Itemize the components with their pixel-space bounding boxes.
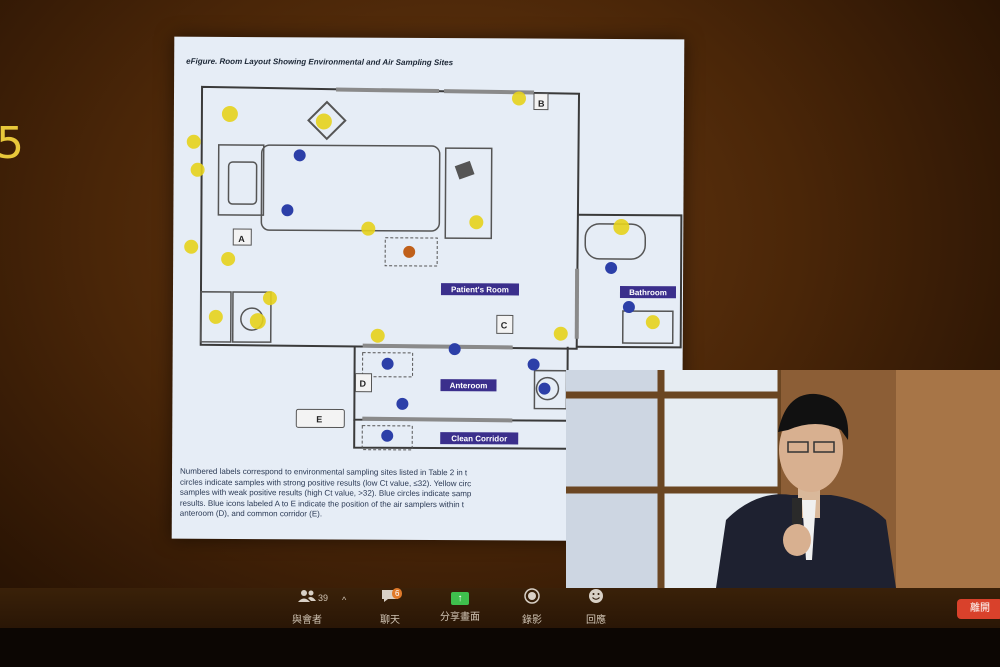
screen-bezel xyxy=(0,628,1000,667)
record-button[interactable]: 錄影 xyxy=(512,588,552,626)
participants-label: 與會者 xyxy=(292,615,322,626)
chat-icon xyxy=(368,588,412,610)
participants-icon xyxy=(282,588,332,610)
negative-markers xyxy=(281,149,635,442)
weak-positive-markers xyxy=(184,91,660,343)
share-screen-button[interactable]: ↑ 分享畫面 xyxy=(436,588,484,623)
cabinet xyxy=(199,291,232,343)
chat-label: 聊天 xyxy=(380,615,400,626)
reactions-button[interactable]: 回應 xyxy=(576,588,616,626)
sampler-a-label: A xyxy=(238,234,245,244)
chat-badge: 6 xyxy=(392,588,403,599)
sampler-d-label: D xyxy=(359,379,366,389)
bathroom-wall xyxy=(576,213,683,349)
slide-caption: Numbered labels correspond to environmen… xyxy=(180,467,560,521)
participants-button[interactable]: 與會者 xyxy=(282,588,332,626)
strong-positive-marker xyxy=(403,245,416,258)
corridor-wall xyxy=(353,419,568,450)
share-screen-label: 分享畫面 xyxy=(440,612,480,623)
sampler-c-label: C xyxy=(501,320,508,330)
reactions-icon xyxy=(576,588,616,610)
bathroom-label: Bathroom xyxy=(629,288,667,297)
record-label: 錄影 xyxy=(522,615,542,626)
speaker-video-frame xyxy=(566,370,1000,588)
shared-slide: eFigure. Room Layout Showing Environment… xyxy=(171,36,685,542)
participants-count: 39 xyxy=(318,593,329,603)
reactions-label: 回應 xyxy=(586,615,606,626)
speaker-video[interactable] xyxy=(566,370,1000,588)
share-screen-icon: ↑ xyxy=(451,592,469,605)
desk xyxy=(444,147,493,240)
record-icon xyxy=(512,588,552,610)
leave-button[interactable]: 離開 xyxy=(957,599,1000,619)
room-layout-plan: Patient's Room Bathroom Anteroom Clean C… xyxy=(184,85,683,451)
sampler-e-label: E xyxy=(316,414,322,424)
patients-room-label: Patient's Room xyxy=(451,285,509,294)
windows xyxy=(336,87,580,423)
microphone xyxy=(792,498,802,524)
chair xyxy=(307,100,347,141)
chat-button[interactable]: 聊天 xyxy=(368,588,412,626)
sampler-b-label: B xyxy=(538,99,545,109)
caption-line: anteroom (D), and common corridor (E). xyxy=(179,508,323,519)
participants-caret-icon[interactable]: ^ xyxy=(342,595,347,605)
bed xyxy=(217,144,441,232)
air-sampler-icons xyxy=(232,93,549,429)
speaker-face xyxy=(779,408,843,492)
anteroom-label: Anteroom xyxy=(450,381,488,390)
sink-cabinet xyxy=(231,291,272,343)
meeting-toolbar: 與會者 39 ^ 聊天 6 ↑ 分享畫面 錄影 回應 xyxy=(0,588,1000,628)
clean-corridor-label: Clean Corridor xyxy=(451,434,507,443)
side-slide-number: 5 xyxy=(0,118,24,169)
phone xyxy=(454,160,475,180)
bath-sink xyxy=(621,310,674,345)
